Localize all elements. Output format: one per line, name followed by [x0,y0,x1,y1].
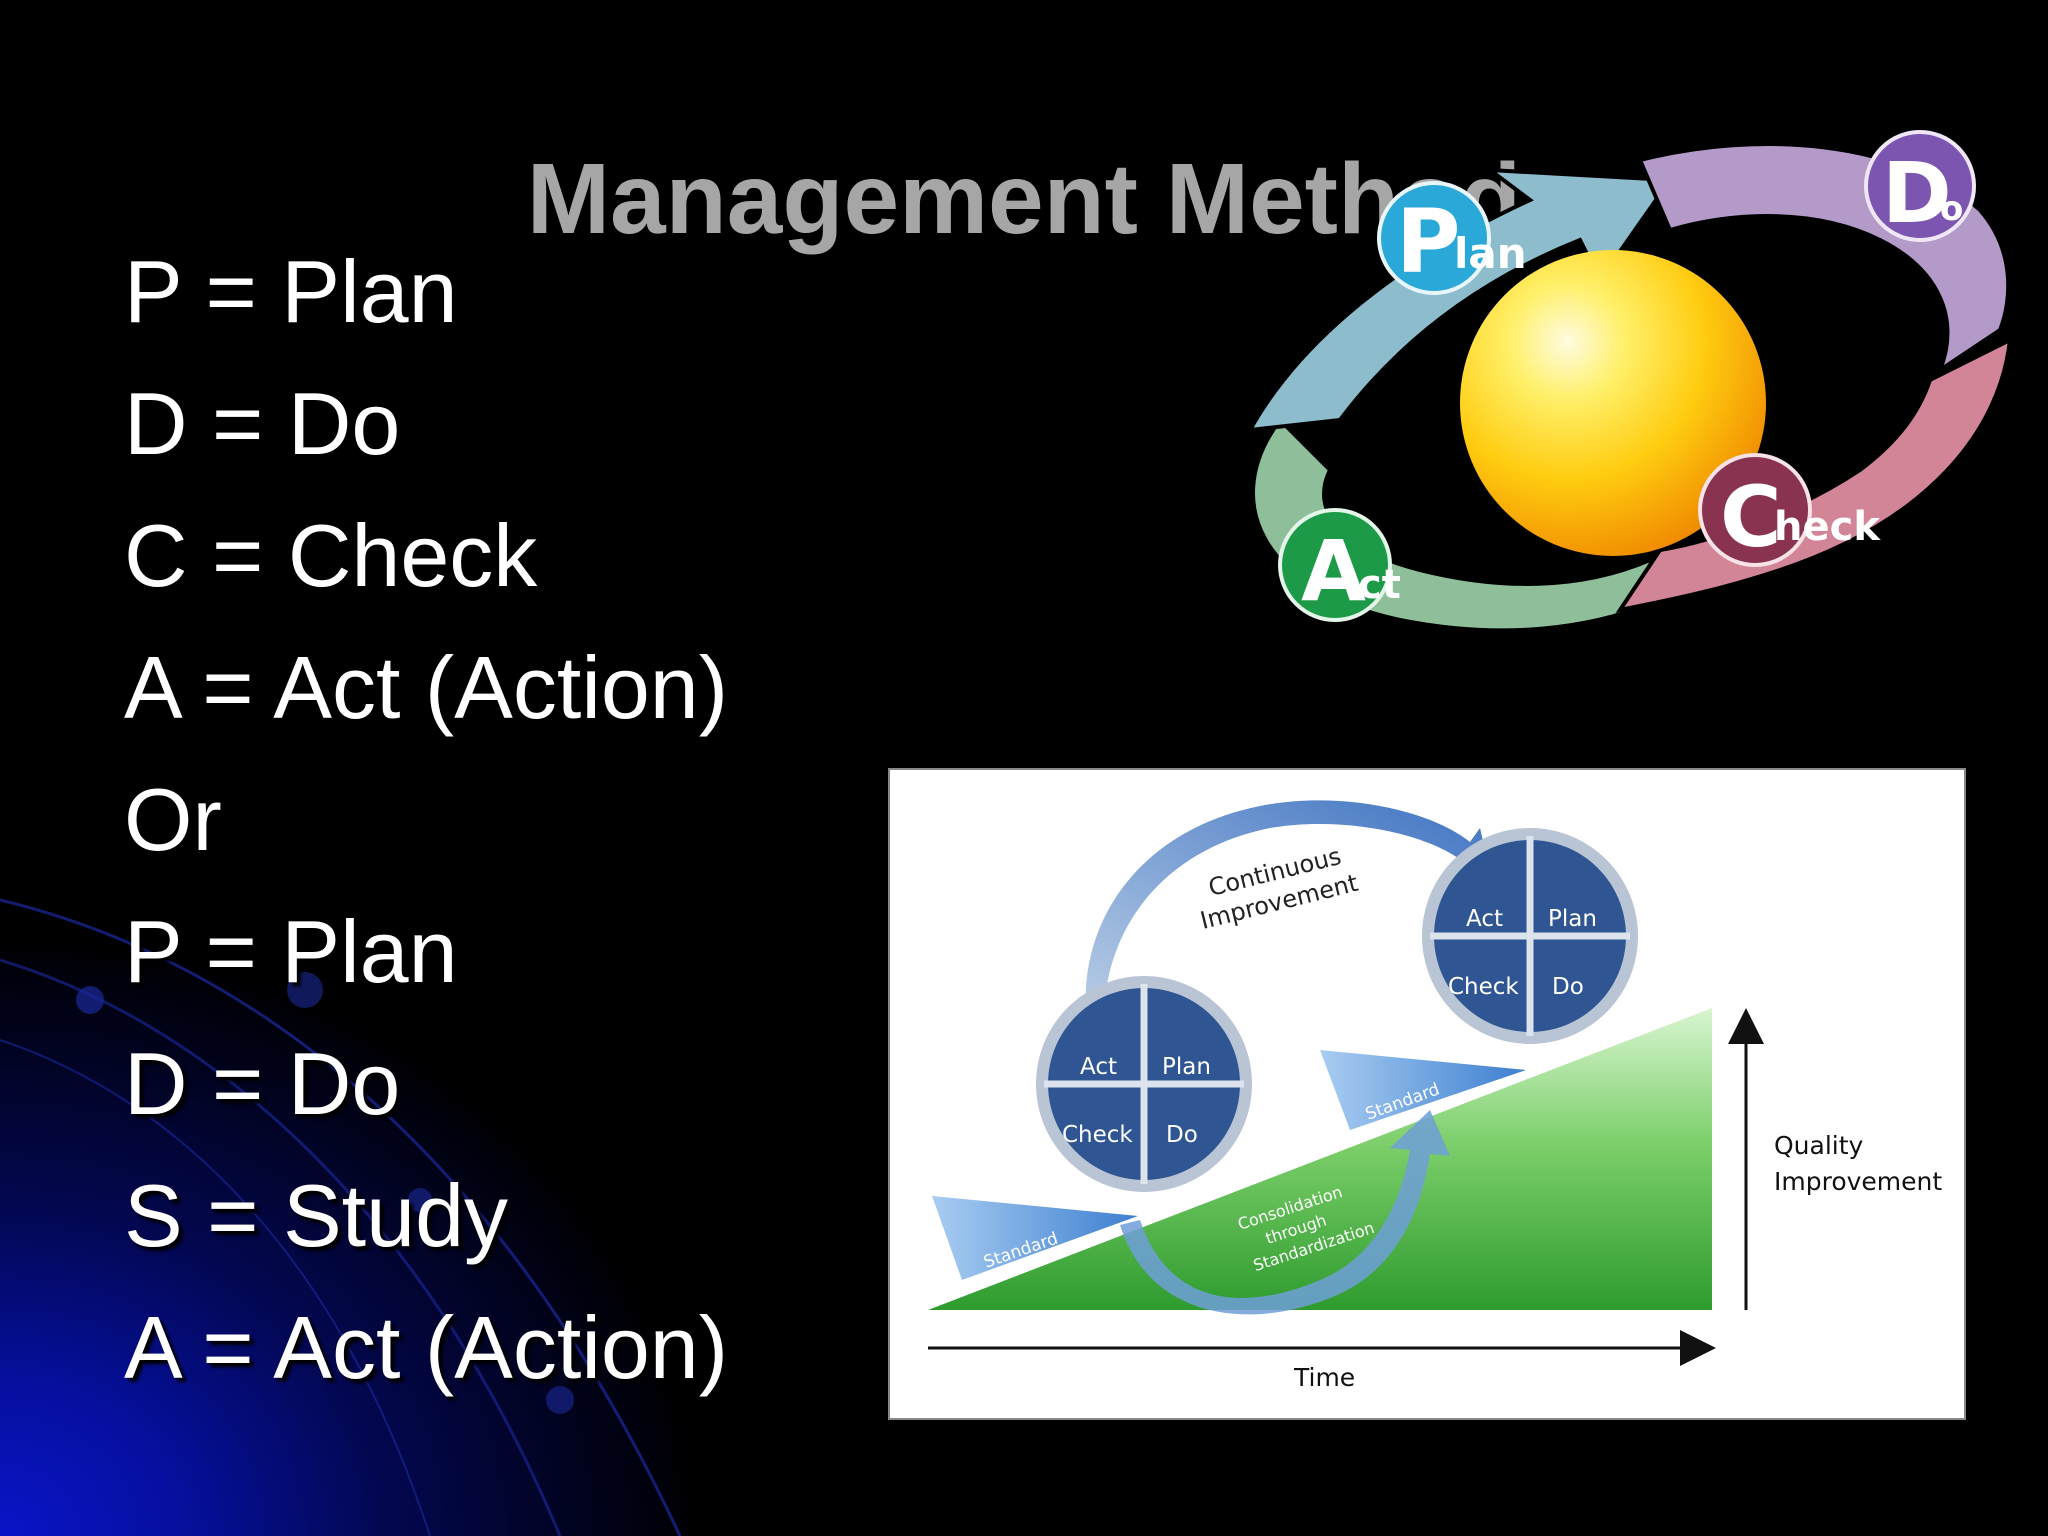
bullet-item: A = Act (Action) [124,1298,729,1397]
continuous-improvement-label: Continuous Improvement [1190,840,1361,935]
act-badge-rest: ct [1358,562,1401,608]
wheel-right-act: Act [1466,906,1503,932]
act-badge-big: A [1301,522,1366,620]
slide-title: Management Method [526,143,1522,255]
plan-badge: P lan [1377,181,1527,295]
bullet-item: P = Plan [124,902,458,1001]
wheel-left-act: Act [1080,1054,1117,1080]
do-badge: D o [1864,130,1976,242]
quality-axis-label: Quality Improvement [1774,1131,1942,1196]
plan-arrow [1246,167,1674,433]
wheel-right-check: Check [1448,974,1519,1000]
plan-badge-rest: lan [1454,229,1527,278]
check-badge-rest: heck [1774,504,1881,550]
bullet-item: P = Plan [124,242,458,341]
bullet-item: C = Check [124,506,538,605]
wheel-left-check: Check [1062,1122,1133,1148]
sun-sphere [1460,250,1766,556]
pdca-cycle-graphic: P lan D o C heck A ct [1246,130,2013,633]
pdca-wheel-right: Act Plan Check Do [1422,828,1638,1044]
act-badge: A ct [1278,508,1401,622]
consolidation-arrow [1120,1110,1450,1315]
wheel-left-do: Do [1166,1122,1198,1148]
improvement-diagram-panel: Standard Standard Consolidation through … [888,768,1966,1420]
wheel-right-do: Do [1552,974,1584,1000]
bullet-item: D = Do [124,1034,401,1133]
improvement-diagram: Standard Standard Consolidation through … [928,800,1942,1392]
bullet-list: P = Plan D = Do C = Check A = Act (Actio… [124,238,728,1426]
wheel-left-plan: Plan [1162,1054,1211,1080]
continuous-improvement-arrow [1085,800,1492,1012]
bullet-item: D = Do [124,374,401,473]
pdca-wheel-left: Act Plan Check Do [1036,976,1252,1192]
time-axis-label: Time [1293,1363,1355,1392]
check-badge-big: C [1720,468,1782,566]
bullet-item: Or [124,770,222,869]
wheel-right-plan: Plan [1548,906,1597,932]
do-badge-rest: o [1940,189,1963,229]
bullet-item: A = Act (Action) [124,638,729,737]
do-badge-big: D [1882,144,1952,242]
bullet-item: S = Study [124,1166,509,1265]
check-badge: C heck [1698,453,1881,567]
plan-badge-big: P [1396,190,1461,293]
standard-wedge-right [1320,1050,1526,1130]
standard-wedge-left [932,1196,1138,1280]
